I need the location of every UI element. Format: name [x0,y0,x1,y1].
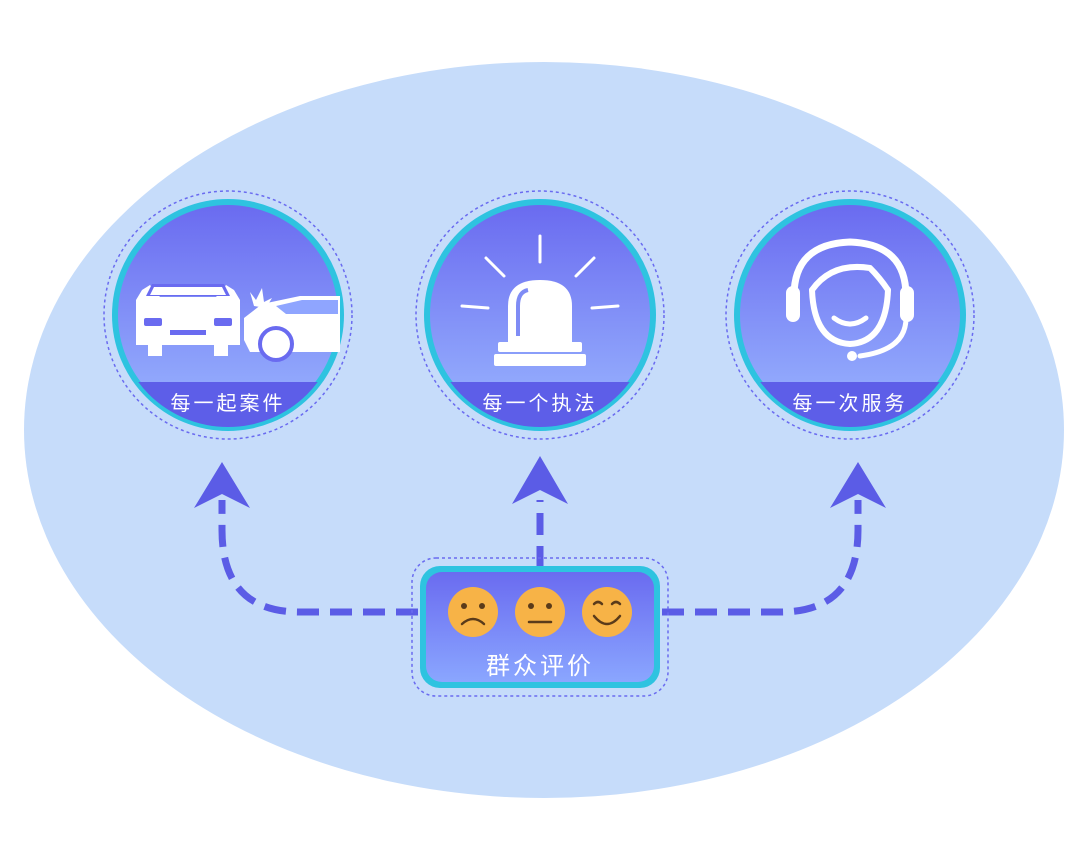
arrow-head-enforcement [512,456,568,504]
node-label-enforcement: 每一个执法 [483,391,598,415]
connector-arrows [218,500,862,616]
happy-face-icon [582,587,632,637]
node-service[interactable]: 每一次服务 [725,190,975,442]
siren-icon [460,234,620,366]
node-label-service: 每一次服务 [793,391,908,415]
center-evaluation-box[interactable]: 群众评价 [411,557,669,697]
arrow-head-service [830,462,886,508]
neutral-face-icon [515,587,565,637]
center-label: 群众评价 [486,652,594,680]
arrow-to-service [662,500,862,616]
arrow-head-case [194,462,250,508]
node-label-case: 每一起案件 [171,391,286,415]
car-collision-icon [136,284,340,362]
arrow-heads [194,456,886,508]
arrow-to-case [218,500,418,616]
headset-agent-icon [786,238,914,361]
sad-face-icon [448,587,498,637]
